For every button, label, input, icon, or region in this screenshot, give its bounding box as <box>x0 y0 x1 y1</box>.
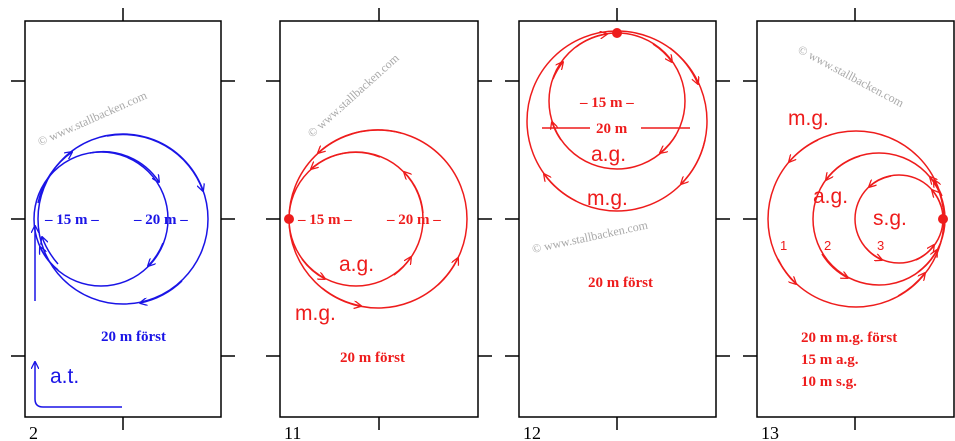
caption: 20 m först <box>588 275 653 291</box>
gait-label-mg: m.g. <box>587 187 628 210</box>
label-20m: – 20 m – <box>133 212 188 228</box>
label-15m: – 15 m – <box>44 212 99 228</box>
circle-number-3: 3 <box>877 238 884 253</box>
arena-tick-marks <box>11 8 235 430</box>
circle-15m <box>33 150 169 287</box>
gait-label-ag: a.g. <box>591 143 626 166</box>
gait-label-at: a.t. <box>50 365 79 388</box>
gait-label-sg: s.g. <box>873 207 907 230</box>
arena-tick-marks <box>505 8 730 430</box>
label-15m: – 15 m – <box>297 212 352 228</box>
arena-outline <box>518 20 717 418</box>
circle-15m <box>548 33 686 170</box>
caption-line-2: 15 m a.g. <box>801 352 859 368</box>
caption-line-3: 10 m s.g. <box>801 374 857 390</box>
circle-number-1: 1 <box>780 238 787 253</box>
label-15m: – 15 m – <box>579 95 634 111</box>
label-20m: 20 m <box>596 121 628 137</box>
circle-20m <box>37 133 209 304</box>
arena-tick-marks <box>266 8 492 430</box>
start-marker <box>612 28 622 38</box>
watermark: © www.stallbacken.com <box>531 218 650 256</box>
gait-label-ag: a.g. <box>339 253 374 276</box>
start-marker <box>938 214 948 224</box>
figure-number: 13 <box>761 423 779 441</box>
arena-tick-marks <box>743 8 856 430</box>
circle-number-2: 2 <box>824 238 831 253</box>
label-20m: – 20 m – <box>386 212 441 228</box>
figure-number: 2 <box>29 423 38 441</box>
figure-number: 12 <box>523 423 541 441</box>
gait-label-mg: m.g. <box>788 107 829 130</box>
panel-13: © www.stallbacken.com m.g. a.g. s.g. 1 2 <box>743 8 955 441</box>
caption: 20 m först <box>340 350 405 366</box>
panel-11: © www.stallbacken.com – 15 m – – 20 m – … <box>266 8 492 441</box>
approach-line <box>35 362 122 408</box>
caption: 20 m först <box>101 329 166 345</box>
gait-label-mg: m.g. <box>295 302 336 325</box>
panel-2: © www.stallbacken.com – 15 m – – 20 m – … <box>11 8 235 441</box>
figure-number: 11 <box>284 423 301 441</box>
caption-line-1: 20 m m.g. först <box>801 330 897 346</box>
gait-label-ag: a.g. <box>813 185 848 208</box>
start-marker <box>284 214 294 224</box>
watermark: © www.stallbacken.com <box>305 50 403 140</box>
watermark: © www.stallbacken.com <box>796 42 907 110</box>
panel-12: © www.stallbacken.com – 15 m – 20 m a.g.… <box>505 8 730 441</box>
circle-3 <box>854 174 944 264</box>
